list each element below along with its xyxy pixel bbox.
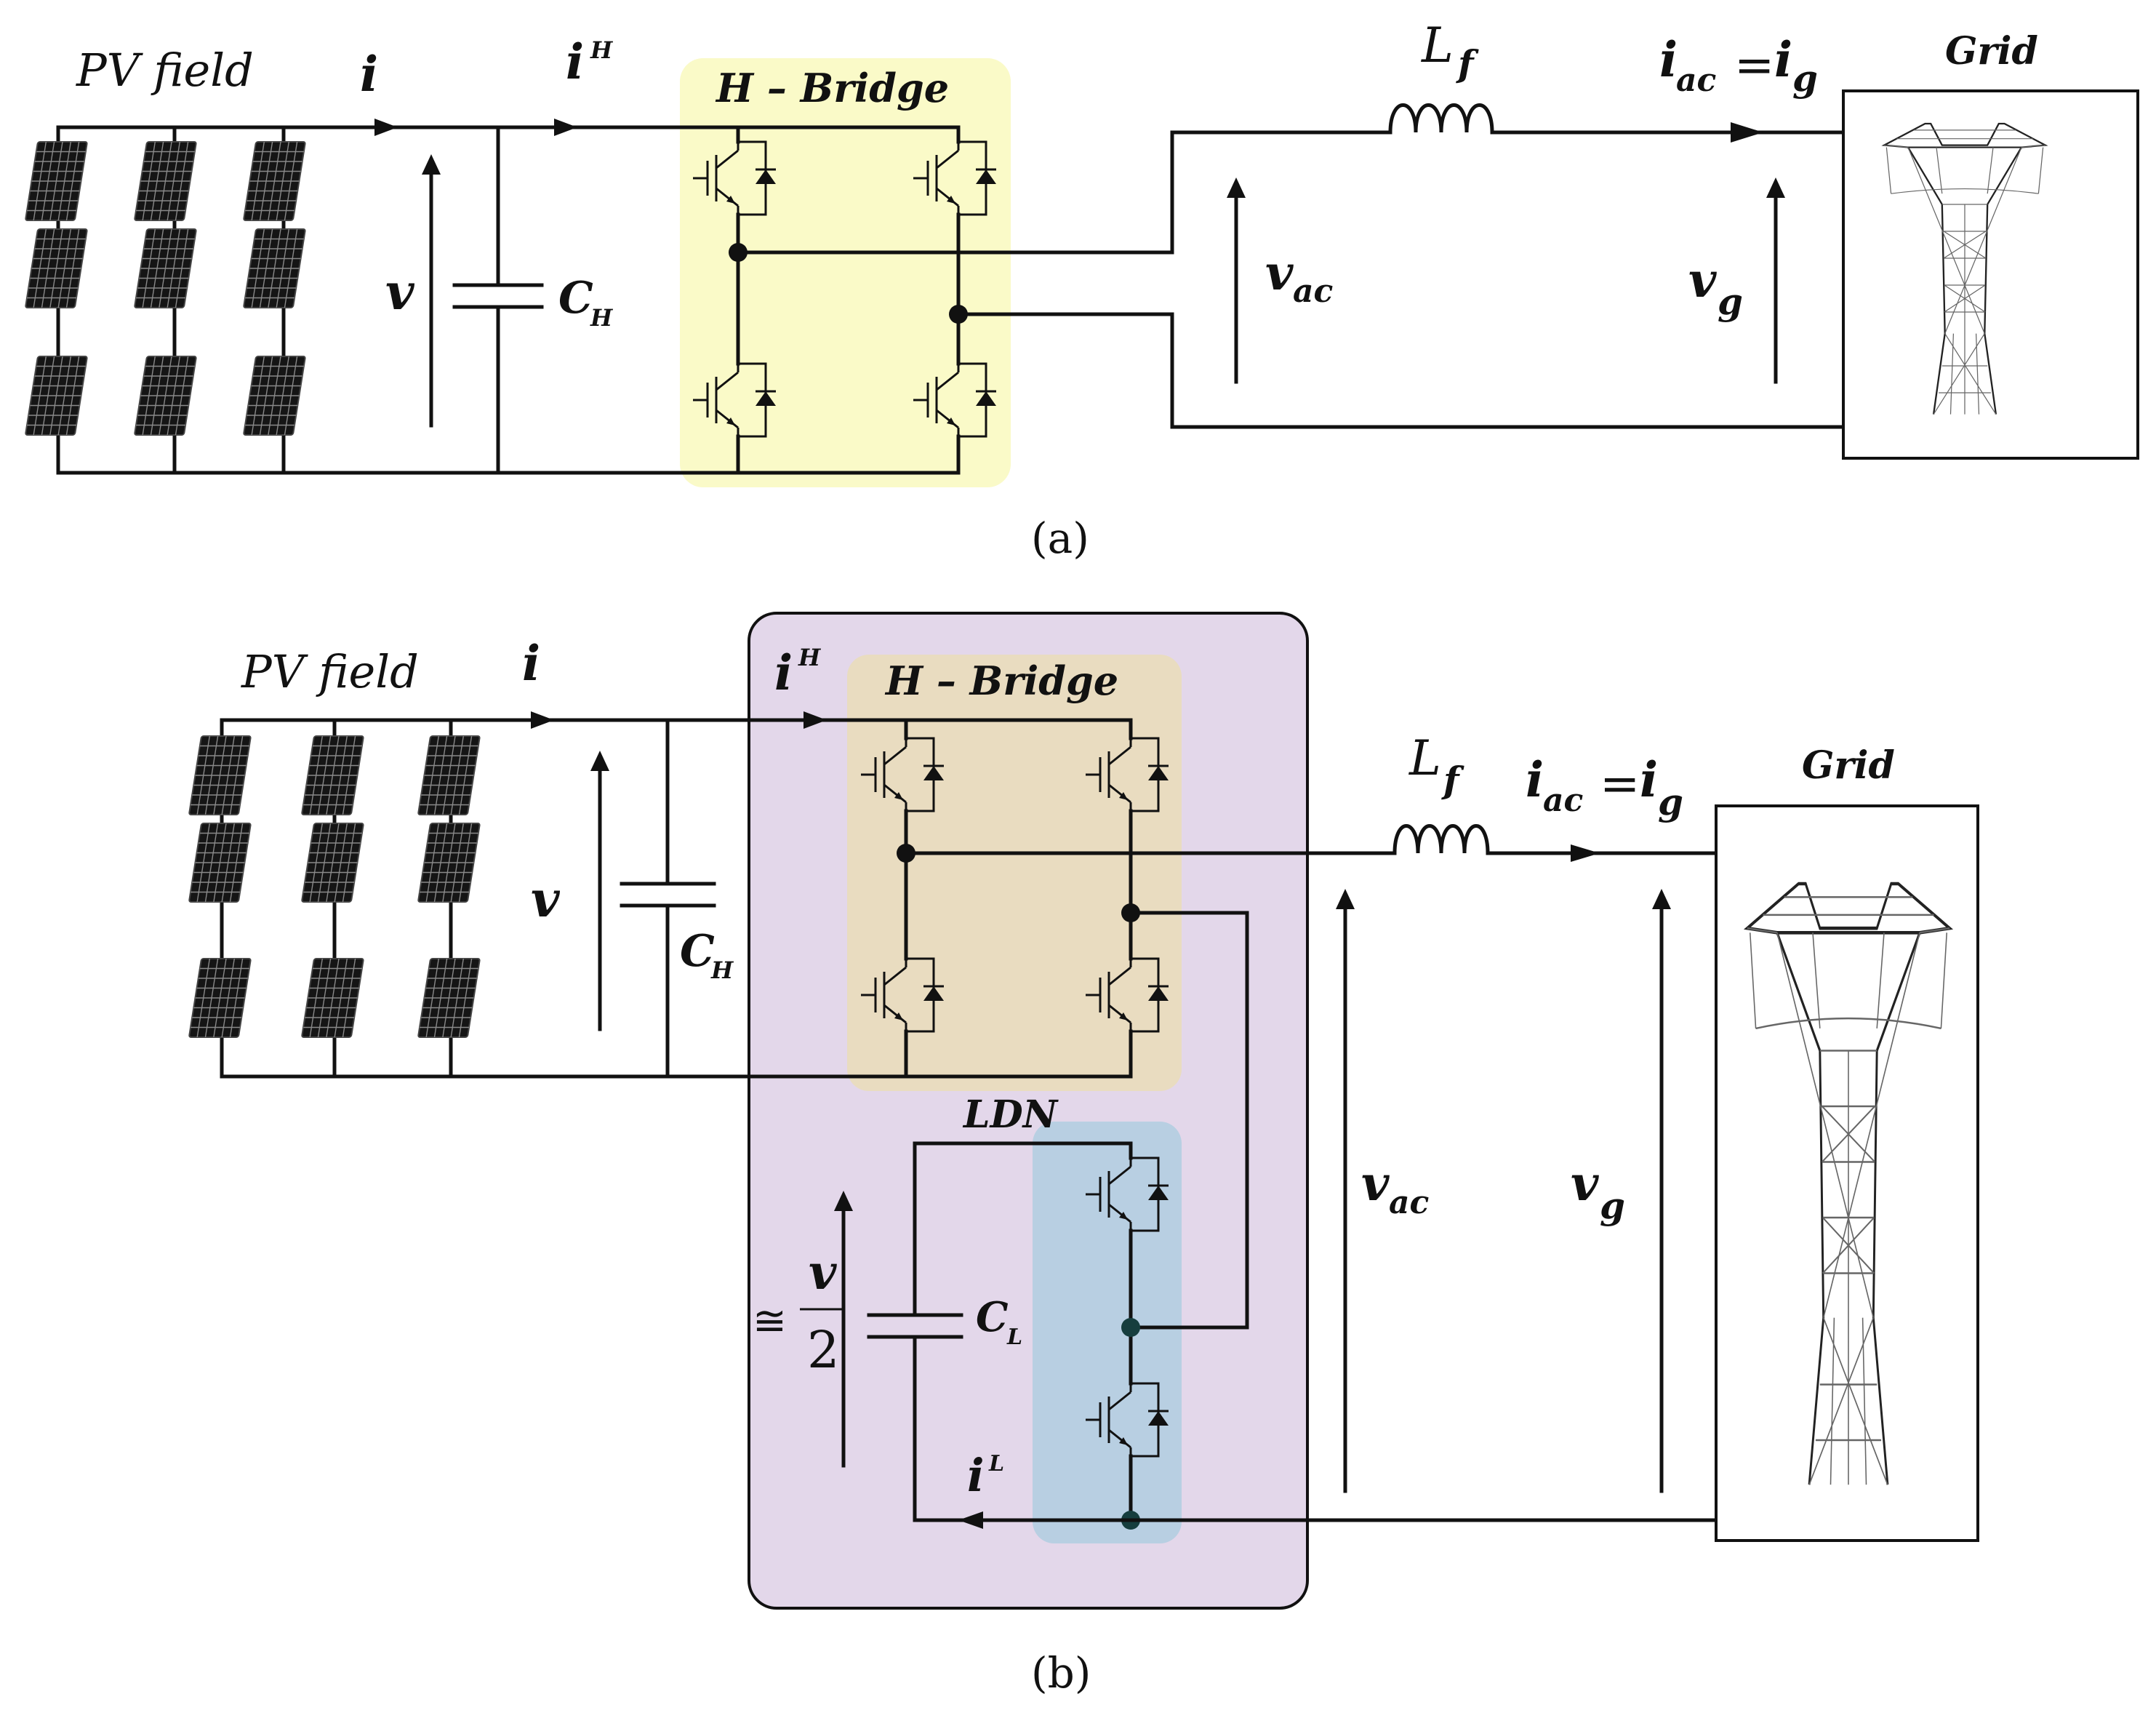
pv-panel: [133, 141, 197, 221]
vg-sub-b: g: [1600, 1184, 1625, 1227]
pv-panel: [188, 735, 252, 815]
voltage-arrow-vhalf-b: [834, 1191, 853, 1211]
h-bridge-highlight-b: [847, 655, 1182, 1091]
caption-a: (a): [1031, 514, 1089, 563]
current-iL-sup-b: L: [988, 1451, 1004, 1477]
pv-panel: [242, 356, 306, 436]
frac-den-b: 2: [807, 1320, 840, 1380]
current-iH-sup-a: H: [590, 36, 614, 64]
h-bridge-b: [859, 718, 1170, 1079]
voltage-arrow-vac-b: [1336, 889, 1355, 909]
voltage-arrow-vg-b: [1652, 889, 1671, 909]
pv-panel: [242, 141, 306, 221]
inductor-lf-label-b: L: [1408, 730, 1441, 786]
pv-panel: [300, 958, 364, 1038]
capacitor-ch-b: [620, 718, 716, 1079]
voltage-arrow-vac-a: [1227, 177, 1246, 198]
pv-panel: [417, 823, 481, 903]
inductor-lf-a: [1388, 103, 1494, 135]
vg-label-a: v: [1688, 252, 1717, 308]
h-bridge-label-b: H – Bridge: [884, 658, 1118, 704]
current-arrow-iH-a: [554, 119, 577, 136]
pv-panel: [24, 228, 88, 308]
pv-field-label-a: PV field: [76, 44, 254, 97]
capacitor-ch-sub-a: H: [590, 304, 614, 332]
current-arrow-iac-a: [1731, 122, 1763, 143]
iac-label-a: i: [1659, 31, 1678, 88]
inductor-lf-b: [1392, 824, 1490, 855]
equals-label-a: =: [1734, 37, 1774, 93]
pv-panel: [24, 141, 88, 221]
vac-sub-b: ac: [1389, 1184, 1430, 1221]
pv-field-label-b: PV field: [241, 645, 419, 698]
current-iL-label-b: i: [967, 1449, 985, 1502]
pv-array-a: [24, 125, 306, 475]
h-bridge-a: [692, 125, 998, 475]
vac-label-b: v: [1361, 1155, 1390, 1212]
ig-label-a: i: [1774, 31, 1792, 88]
capacitor-ch-sub-b: H: [710, 956, 734, 984]
inductor-lf-label-a: L: [1421, 17, 1454, 73]
pv-panel: [417, 735, 481, 815]
vac-sub-a: ac: [1293, 273, 1334, 310]
caption-b: (b): [1031, 1648, 1091, 1698]
current-arrow-iH-b: [804, 711, 827, 729]
ldn-label-b: LDN: [962, 1092, 1059, 1137]
voltage-v-label-b: v: [531, 871, 561, 929]
current-arrow-i-b: [531, 711, 554, 729]
current-arrow-i-a: [374, 119, 398, 136]
inductor-lf-sub-b: f: [1441, 759, 1464, 802]
capacitor-ch-label-a: C: [558, 273, 593, 324]
current-iH-sup-b: H: [798, 644, 822, 671]
current-iH-label-a: i: [566, 33, 584, 90]
h-bridge-label-a: H – Bridge: [715, 65, 949, 111]
pv-panel: [133, 356, 197, 436]
pv-panel: [24, 356, 88, 436]
iac-sub-b: ac: [1543, 782, 1584, 819]
current-i-label-a: i: [360, 46, 378, 103]
ig-label-b: i: [1640, 751, 1658, 808]
equals-label-b: =: [1600, 756, 1640, 812]
pv-panel: [242, 228, 306, 308]
vg-label-b: v: [1571, 1155, 1599, 1212]
capacitor-cl-sub-b: L: [1006, 1325, 1022, 1350]
grid-box-a: [1842, 89, 2139, 460]
pv-panel: [188, 958, 252, 1038]
voltage-v-label-a: v: [385, 263, 415, 321]
ldn-highlight-b: [1033, 1122, 1182, 1543]
current-arrow-iL-b: [958, 1511, 983, 1529]
pv-panel: [417, 958, 481, 1038]
inductor-lf-sub-a: f: [1456, 42, 1479, 85]
ldn-leg-b: [867, 1141, 1170, 1530]
voltage-arrow-v-a: [422, 154, 441, 175]
ig-sub-a: g: [1792, 57, 1818, 100]
grid-box-b: [1715, 804, 1979, 1542]
panel-b: PV field i i H v C H: [188, 612, 1979, 1698]
iac-sub-a: ac: [1676, 62, 1717, 99]
voltage-arrow-vg-a: [1766, 177, 1785, 198]
capacitor-cl-label-b: C: [976, 1293, 1009, 1341]
approx-label-b: ≅: [753, 1298, 787, 1345]
voltage-arrow-v-b: [590, 751, 609, 771]
pv-panel: [300, 823, 364, 903]
vac-label-a: v: [1265, 244, 1294, 301]
current-iH-label-b: i: [774, 644, 793, 701]
pv-array-b: [188, 718, 481, 1079]
ig-sub-b: g: [1658, 780, 1683, 823]
pv-panel: [188, 823, 252, 903]
capacitor-ch-a: [452, 125, 544, 475]
grid-label-b: Grid: [1802, 743, 1895, 788]
capacitor-ch-label-b: C: [680, 926, 715, 977]
current-i-label-b: i: [522, 635, 540, 692]
vg-sub-a: g: [1718, 280, 1743, 323]
pv-panel: [300, 735, 364, 815]
frac-num-b: v: [809, 1244, 837, 1301]
grid-label-a: Grid: [1945, 29, 2038, 73]
pv-panel: [133, 228, 197, 308]
iac-label-b: i: [1526, 751, 1544, 808]
panel-a: PV field i i H v C H: [24, 17, 2139, 563]
current-arrow-iac-b: [1571, 844, 1600, 862]
